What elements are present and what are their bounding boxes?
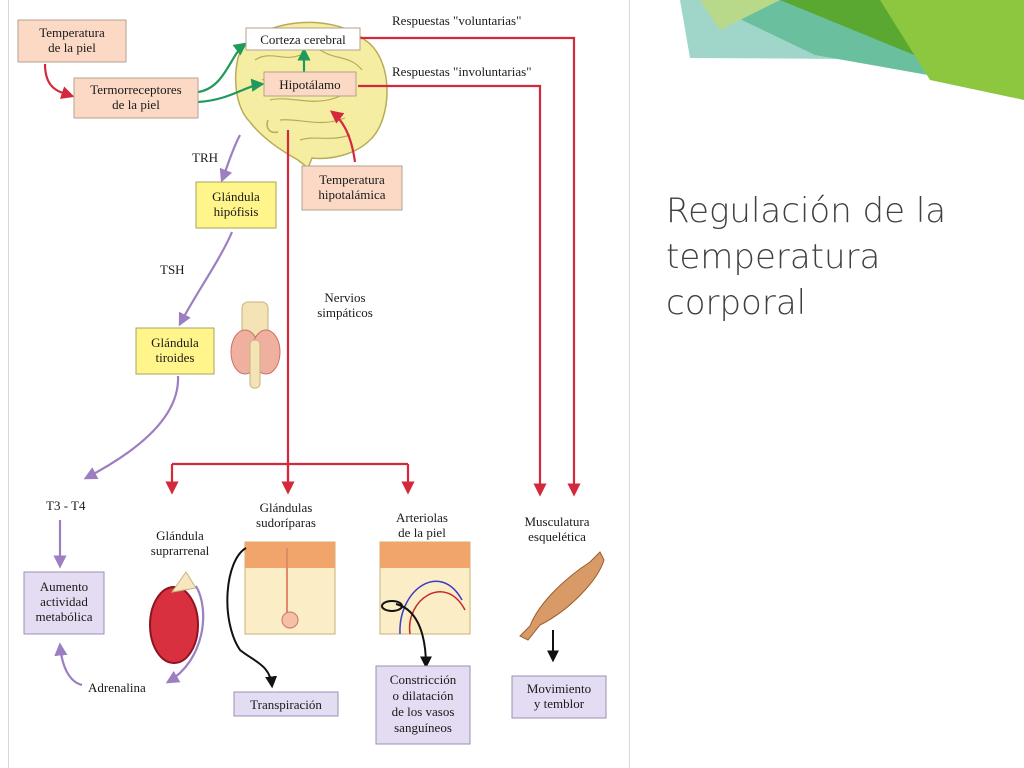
green-arrows [197, 42, 311, 104]
box-hypothalamic-temp-line2: hipotalámica [318, 187, 385, 202]
box-hypothalamus: Hipotálamo [263, 71, 357, 97]
box-metabolism-line3: metabólica [35, 609, 92, 624]
slide-title: Regulación de la temperatura corporal [666, 188, 1006, 326]
box-skin-temp-line1: Temperatura [39, 25, 105, 40]
box-vessels-line3: de los vasos [392, 704, 455, 719]
label-muscle-line1: Musculatura [525, 514, 590, 529]
corner-shape-pale [700, 0, 780, 30]
box-thermoreceptors-line1: Termorreceptores [90, 82, 181, 97]
label-arterioles-line2: de la piel [398, 525, 446, 540]
label-adrenal-line1: Glándula [156, 528, 204, 543]
label-sweat-glands-line2: sudoríparas [256, 515, 316, 530]
box-vessels-line1: Constricción [390, 672, 457, 687]
adrenal-illustration [149, 571, 199, 664]
label-voluntary: Respuestas "voluntarias" [392, 13, 521, 28]
box-cortex-text: Corteza cerebral [260, 32, 346, 47]
label-sympathetic-line1: Nervios [324, 290, 365, 305]
box-pituitary-line2: hipófisis [214, 204, 259, 219]
box-sweating-text: Transpiración [250, 697, 322, 712]
corner-shape-lime [880, 0, 1024, 100]
box-movement-line2: y temblor [534, 696, 585, 711]
label-sympathetic-line2: simpáticos [317, 305, 373, 320]
box-pituitary-line1: Glándula [212, 189, 260, 204]
label-involuntary: Respuestas "involuntarias" [392, 64, 532, 79]
box-cortex: Corteza cerebral [245, 27, 361, 51]
sweat-gland-illustration [244, 541, 336, 635]
box-thyroid-line2: tiroides [156, 350, 195, 365]
slide-title-line1: Regulación de la [666, 191, 947, 231]
box-hypothalamic-temp-line1: Temperatura [319, 172, 385, 187]
box-sweating: Transpiración [233, 691, 339, 717]
black-arrows [226, 547, 559, 689]
purple-arrows [53, 134, 241, 687]
box-metabolism-line2: actividad [40, 594, 88, 609]
red-arrows [43, 36, 581, 497]
label-adrenal-line2: suprarrenal [151, 543, 210, 558]
slide-title-line3: corporal [666, 283, 807, 323]
box-vessels-line2: o dilatación [392, 688, 454, 703]
label-arterioles-line1: Arteriolas [396, 510, 448, 525]
muscle-illustration [519, 551, 605, 641]
label-tsh: TSH [160, 262, 185, 277]
box-thermoreceptors-line2: de la piel [112, 97, 160, 112]
box-movement-line1: Movimiento [527, 681, 591, 696]
box-hypothalamus-text: Hipotálamo [279, 77, 340, 92]
label-muscle-line2: esquelética [528, 529, 586, 544]
arteriole-illustration [379, 541, 471, 635]
box-skin-temp-line2: de la piel [48, 40, 96, 55]
box-metabolism-line1: Aumento [40, 579, 88, 594]
label-trh: TRH [192, 150, 218, 165]
box-vessels-line4: sanguíneos [394, 720, 452, 735]
label-adrenaline: Adrenalina [88, 680, 146, 695]
slide-title-line2: temperatura [666, 237, 881, 277]
thyroid-illustration [230, 301, 281, 389]
label-t3t4: T3 - T4 [46, 498, 86, 513]
label-sweat-glands-line1: Glándulas [260, 500, 313, 515]
box-thyroid-line1: Glándula [151, 335, 199, 350]
